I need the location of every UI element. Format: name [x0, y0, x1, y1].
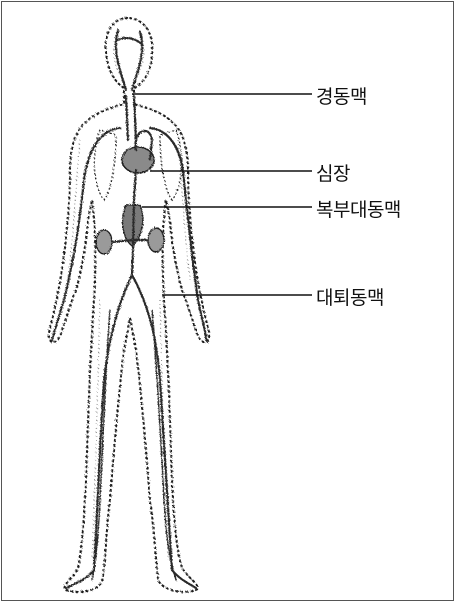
leader-lines [132, 94, 312, 295]
label-abdominal-aorta: 복부대동맥 [316, 195, 401, 222]
label-carotid-artery: 경동맥 [316, 82, 367, 109]
body-outline [49, 18, 209, 592]
organs [94, 130, 181, 254]
arteries [52, 30, 206, 588]
label-femoral-artery: 대퇴동맥 [316, 283, 384, 310]
label-heart: 심장 [316, 159, 350, 186]
